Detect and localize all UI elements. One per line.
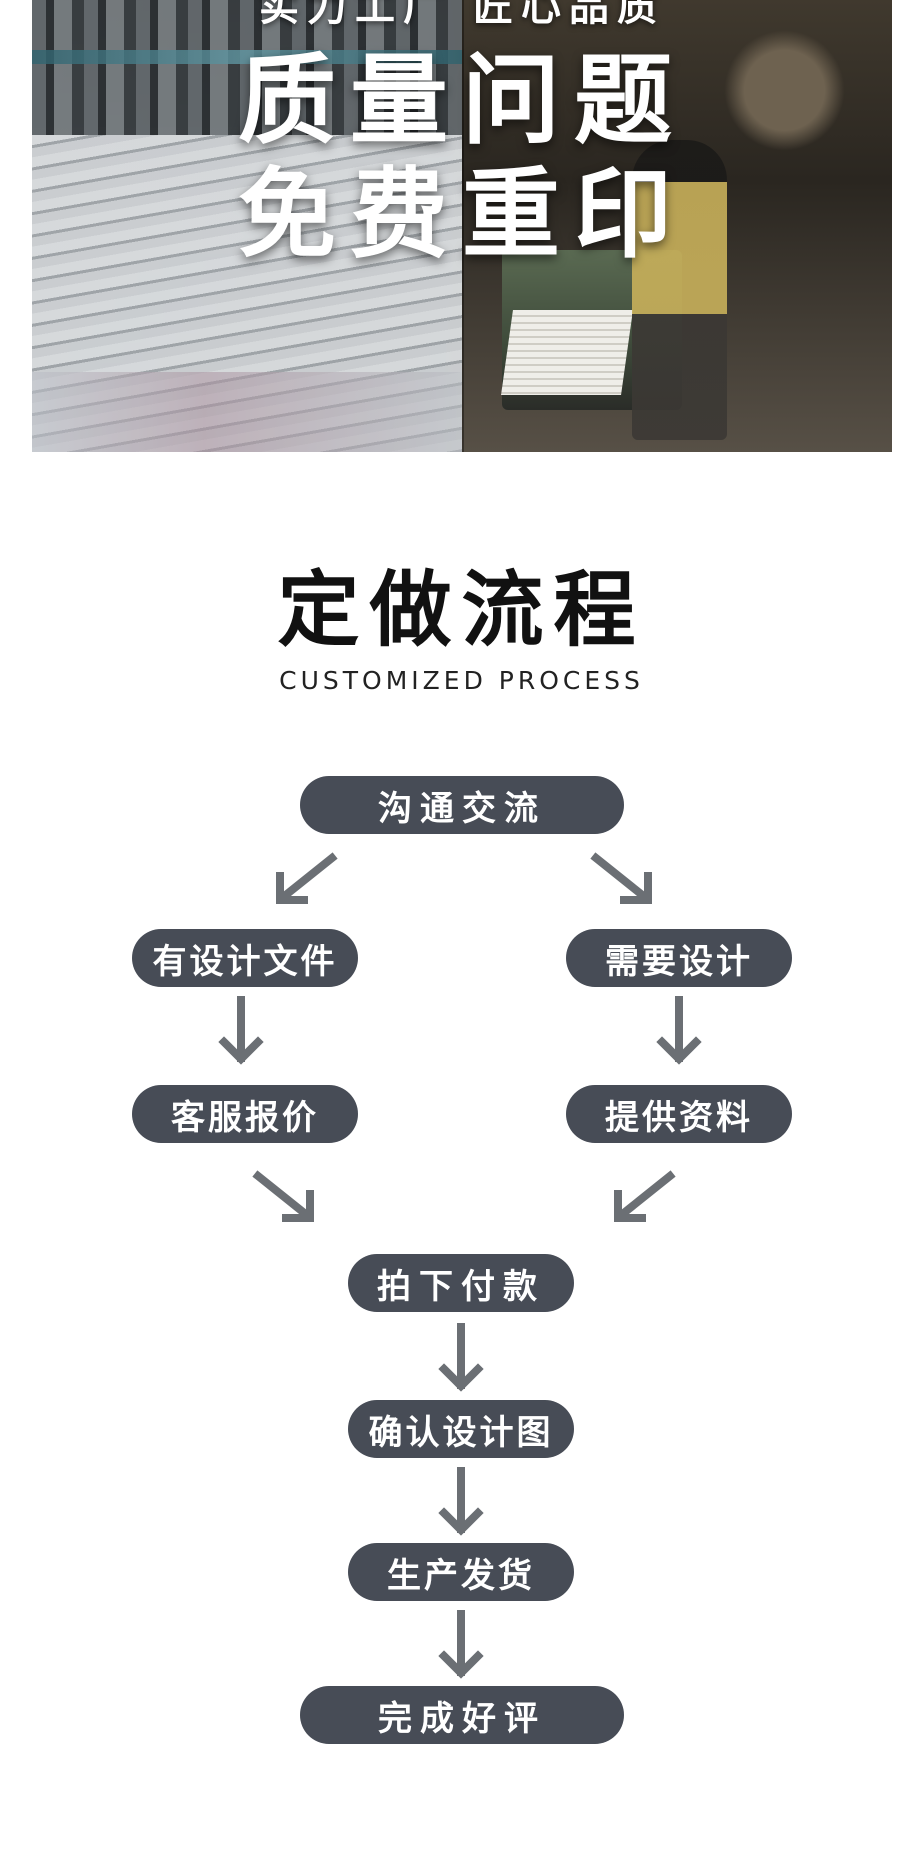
worker-photo — [632, 140, 727, 440]
arrow-down-icon — [656, 996, 702, 1066]
hero-banner: 实力工厂 匠心品质 质量问题 免费重印 — [32, 0, 892, 452]
section-subtitle: CUSTOMIZED PROCESS — [279, 666, 644, 695]
printing-machine-photo — [32, 0, 462, 135]
arrow-diagonal-icon — [588, 852, 658, 908]
paper-sheets-photo — [501, 310, 633, 395]
step-left-1: 有设计文件 — [132, 929, 358, 987]
step-pay: 拍下付款 — [348, 1254, 574, 1312]
arrow-diagonal-icon — [270, 852, 340, 908]
hero-headline-1: 质量问题 — [237, 44, 686, 158]
step-right-2: 提供资料 — [566, 1085, 792, 1143]
arrow-down-icon — [438, 1610, 484, 1680]
arrow-down-icon — [218, 996, 264, 1066]
arrow-diagonal-icon — [250, 1170, 320, 1226]
step-start: 沟通交流 — [300, 776, 624, 834]
hero-subtitle: 实力工厂 匠心品质 — [259, 0, 665, 30]
step-produce: 生产发货 — [348, 1543, 574, 1601]
hero-headline-2: 免费重印 — [237, 158, 686, 272]
step-left-2: 客服报价 — [132, 1085, 358, 1143]
step-confirm: 确认设计图 — [348, 1400, 574, 1458]
step-finish: 完成好评 — [300, 1686, 624, 1744]
arrow-down-icon — [438, 1467, 484, 1537]
paper-stack-photo — [32, 135, 462, 452]
photo-divider — [462, 0, 464, 452]
arrow-down-icon — [438, 1323, 484, 1393]
arrow-diagonal-icon — [608, 1170, 678, 1226]
section-title: 定做流程 — [277, 563, 646, 658]
step-right-1: 需要设计 — [566, 929, 792, 987]
